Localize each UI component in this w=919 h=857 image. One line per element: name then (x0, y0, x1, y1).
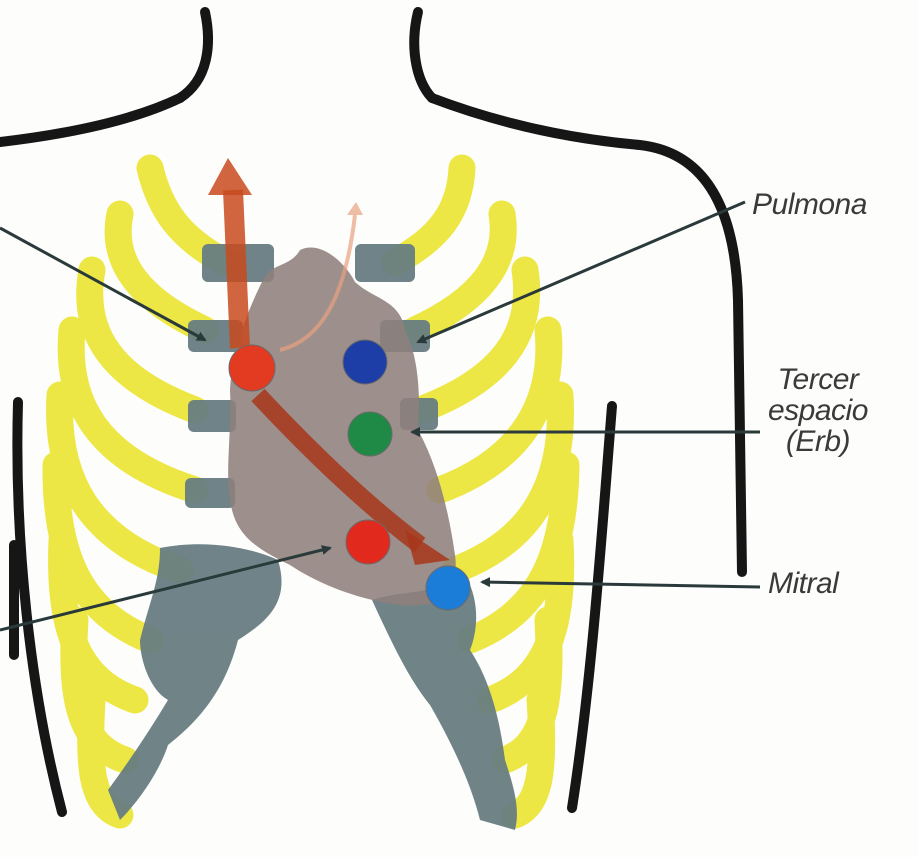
pulmonary-flow-arrowhead (347, 202, 363, 215)
label-tercer-line1: Tercer (768, 364, 868, 395)
shoulder-right-line (432, 98, 742, 572)
aortic-flow-arrow (233, 190, 240, 348)
focus-pulmonary (343, 340, 387, 384)
cartilage-right-1 (355, 244, 415, 282)
shoulder-left-line (0, 98, 180, 142)
neck-left-line (180, 12, 208, 98)
label-tercer-line3: (Erb) (768, 426, 868, 457)
focus-mitral (426, 566, 470, 610)
label-tercer-line2: espacio (768, 395, 868, 426)
cartilage-left-lower (108, 544, 282, 820)
focus-erb (348, 412, 392, 456)
focus-aortic (229, 345, 275, 391)
label-tercer-espacio: Tercer espacio (Erb) (768, 364, 868, 457)
neck-right-line (414, 12, 432, 98)
cartilage-left-4 (185, 478, 235, 508)
focus-tricuspid (346, 520, 390, 564)
aortic-flow-arrowhead (208, 158, 252, 195)
label-mitral: Mitral (768, 568, 838, 599)
cartilage-left-3 (188, 400, 236, 432)
label-pulmonar: Pulmona (752, 189, 867, 220)
pointer-pulmonar (418, 202, 745, 342)
